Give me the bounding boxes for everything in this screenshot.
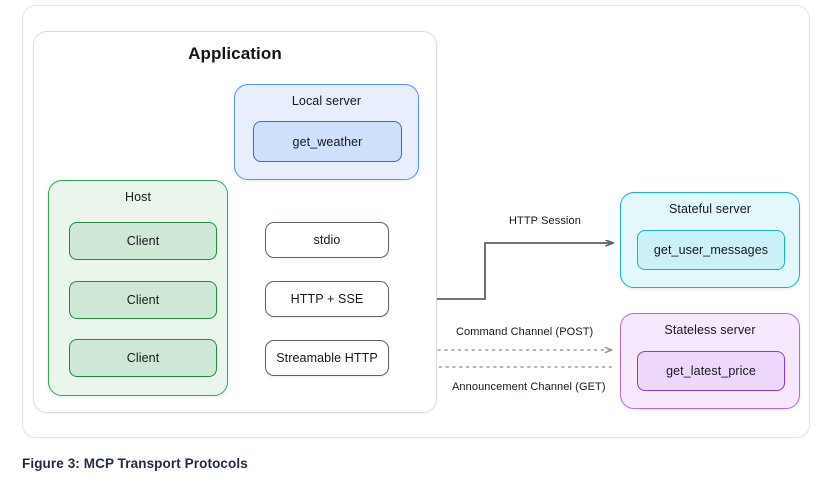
application-title: Application [188, 44, 282, 63]
client-box-2[interactable]: Client [69, 281, 217, 319]
stateless-server-group: Stateless server get_latest_price [620, 313, 800, 409]
client-box-1[interactable]: Client [69, 222, 217, 260]
transport-stdio[interactable]: stdio [265, 222, 389, 258]
tool-get-user-messages[interactable]: get_user_messages [637, 230, 785, 270]
transport-http-sse[interactable]: HTTP + SSE [265, 281, 389, 317]
transport-streamable-http[interactable]: Streamable HTTP [265, 340, 389, 376]
client-box-3[interactable]: Client [69, 339, 217, 377]
figure-caption: Figure 3: MCP Transport Protocols [22, 456, 248, 471]
stateful-server-title: Stateful server [668, 202, 752, 216]
stateless-server-title: Stateless server [664, 323, 756, 337]
tool-get-latest-price[interactable]: get_latest_price [637, 351, 785, 391]
stateful-server-group: Stateful server get_user_messages [620, 192, 800, 288]
edge-label-announcement-channel: Announcement Channel (GET) [452, 381, 606, 393]
local-server-title: Local server [291, 94, 362, 108]
host-title: Host [124, 190, 152, 204]
tool-get-weather[interactable]: get_weather [253, 121, 402, 162]
edge-label-command-channel: Command Channel (POST) [456, 326, 594, 338]
local-server-group: Local server get_weather [234, 84, 419, 180]
host-group: Host Client Client Client [48, 180, 228, 396]
edge-label-http-session: HTTP Session [509, 215, 581, 227]
